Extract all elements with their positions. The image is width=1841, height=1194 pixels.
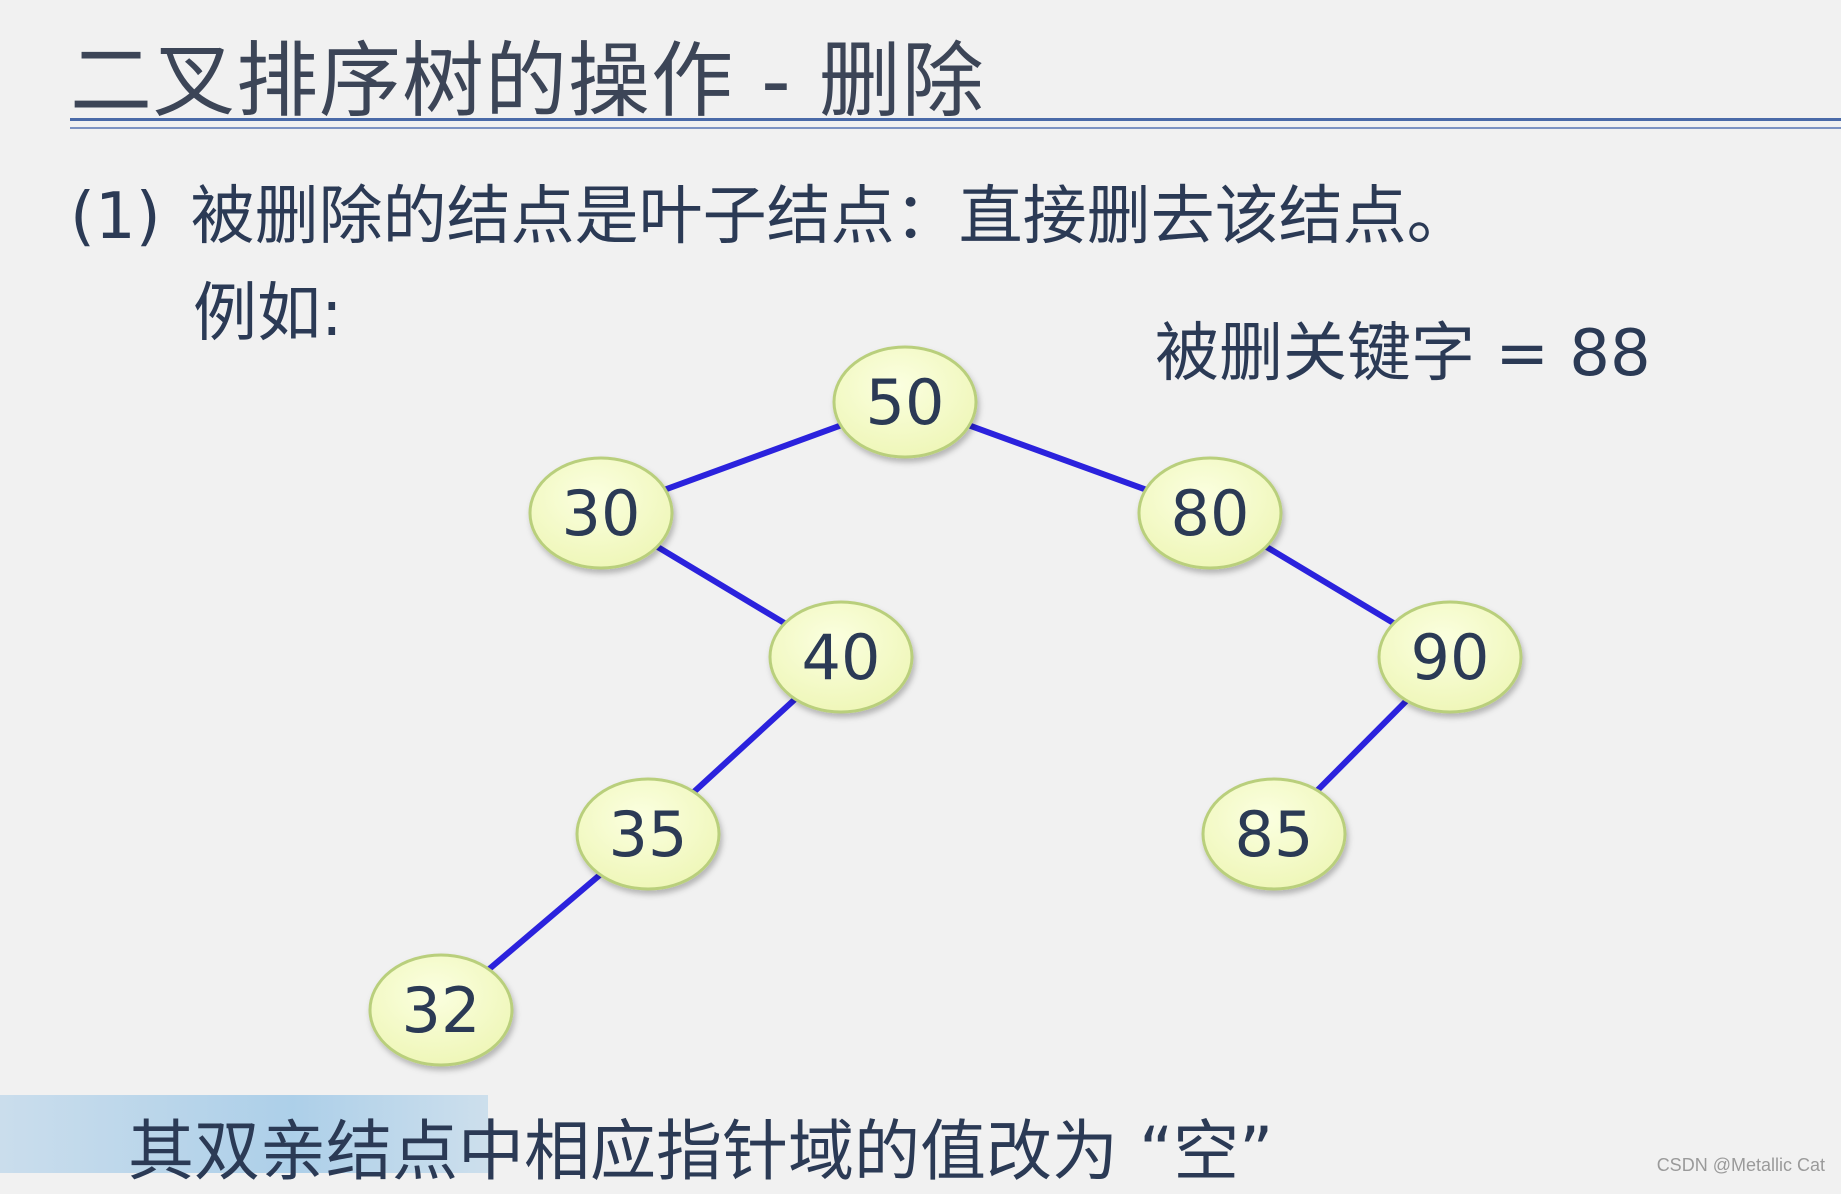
tree-node-shape bbox=[1377, 600, 1523, 714]
example-label: 例如: bbox=[193, 277, 343, 351]
case-text: 被删除的结点是叶子结点：直接删去该结点。 bbox=[190, 180, 1471, 254]
tree-node-shape bbox=[528, 456, 674, 570]
title-rule-top bbox=[70, 118, 1841, 121]
tree-node-50: 50 bbox=[832, 345, 978, 459]
tree-node-label: 90 bbox=[1411, 621, 1490, 694]
case-number: (1) bbox=[70, 180, 161, 254]
tree-node-35: 35 bbox=[575, 777, 721, 891]
tree-node-32: 32 bbox=[368, 953, 514, 1067]
tree-node-shape bbox=[575, 777, 721, 891]
case-description: (1) 被删除的结点是叶子结点：直接删去该结点。 bbox=[70, 165, 1471, 257]
watermark: CSDN @Metallic Cat bbox=[1656, 1155, 1825, 1175]
tree-node-label: 30 bbox=[562, 477, 641, 550]
slide-title: 二叉排序树的操作 - 删除 bbox=[70, 34, 985, 129]
tree-node-shape bbox=[1201, 777, 1347, 891]
deleted-key-label: 被删关键字 = 88 bbox=[1155, 317, 1651, 391]
tree-node-30: 30 bbox=[528, 456, 674, 570]
tree-node-label: 50 bbox=[866, 366, 945, 439]
tree-node-label: 80 bbox=[1171, 477, 1250, 550]
bottom-note: 其双亲结点中相应指针域的值改为 “空” bbox=[128, 1113, 1274, 1190]
tree-nodes: 50 30 80 40 90 35 85 32 bbox=[368, 345, 1523, 1067]
tree-node-80: 80 bbox=[1137, 456, 1283, 570]
tree-node-label: 32 bbox=[402, 974, 481, 1047]
tree-node-85: 85 bbox=[1201, 777, 1347, 891]
tree-node-label: 85 bbox=[1235, 798, 1314, 871]
tree-node-shape bbox=[768, 600, 914, 714]
title-rule-bottom bbox=[70, 127, 1841, 129]
tree-node-shape bbox=[368, 953, 514, 1067]
text-highlight bbox=[0, 1095, 488, 1173]
tree-node-label: 40 bbox=[802, 621, 881, 694]
tree-node-shape bbox=[1137, 456, 1283, 570]
tree-node-label: 35 bbox=[609, 798, 688, 871]
tree-node-shape bbox=[832, 345, 978, 459]
tree-node-40: 40 bbox=[768, 600, 914, 714]
tree-node-90: 90 bbox=[1377, 600, 1523, 714]
